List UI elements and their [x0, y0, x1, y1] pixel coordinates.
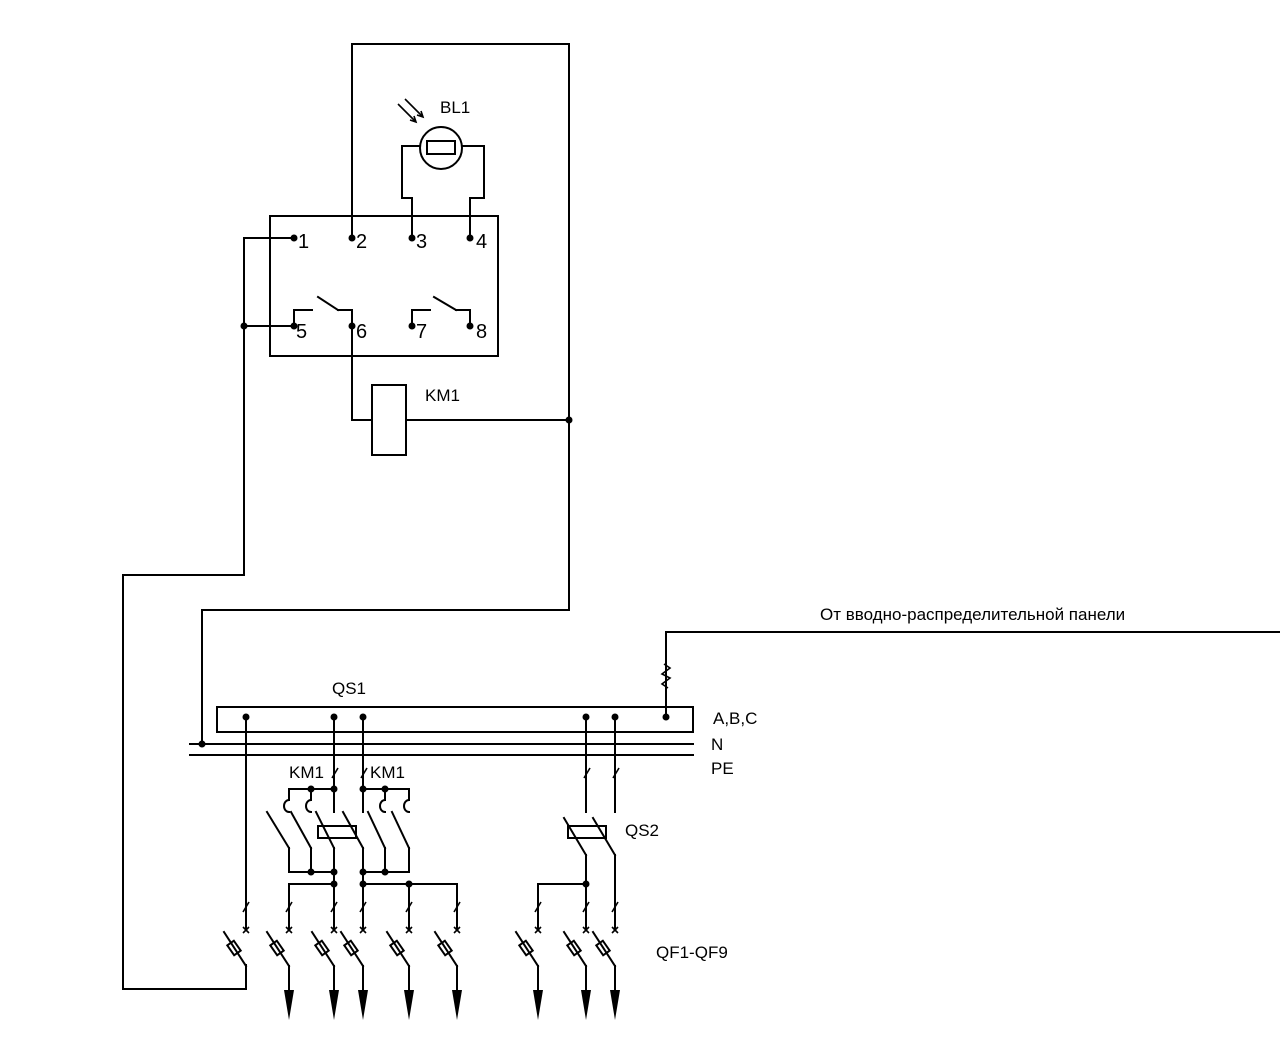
- photo-sensor-bl1: BL1: [397, 98, 485, 239]
- output-arrow-icon: [452, 990, 462, 1020]
- left-feed-wire: [122, 237, 295, 990]
- breaker-qf1: [222, 901, 250, 990]
- km1-output-bus: [288, 871, 458, 931]
- terminal-2: 2: [356, 231, 367, 253]
- bus-abc-label: A,B,C: [713, 709, 757, 728]
- output-arrow-icon: [610, 990, 620, 1020]
- km1-right-contacts: [341, 785, 411, 876]
- breaker-qf3: [310, 901, 339, 1020]
- output-arrow-icon: [404, 990, 414, 1020]
- terminal-5: 5: [296, 321, 307, 343]
- breaker-qf9: [591, 901, 620, 1020]
- breaker-qf8: [562, 901, 591, 1020]
- breaker-qf5: [385, 901, 414, 1020]
- light-rays-icon: [397, 98, 425, 124]
- terminal-1: 1: [298, 231, 309, 253]
- incoming-supply: От вводно-распределительной панели: [660, 605, 1280, 717]
- relay-contact-7-8-icon: [411, 295, 471, 327]
- relay-contact-5-6-icon: [293, 295, 353, 327]
- breaker-qf4: [339, 901, 368, 1020]
- output-arrow-icon: [284, 990, 294, 1020]
- km1-right-label: KM1: [370, 763, 405, 782]
- terminal-7: 7: [416, 321, 427, 343]
- source-label: От вводно-распределительной панели: [820, 605, 1125, 624]
- breaker-qf7: [514, 901, 543, 1020]
- bl1-label: BL1: [440, 98, 470, 117]
- bus-n-label: N: [711, 735, 723, 754]
- terminal-3: 3: [416, 231, 427, 253]
- breakers-qf1-qf9: [222, 901, 620, 1020]
- terminal-4: 4: [476, 231, 487, 253]
- km1-linkage: [317, 825, 357, 839]
- output-arrow-icon: [358, 990, 368, 1020]
- breaker-qf6: [433, 901, 462, 1020]
- phase-drops: [245, 716, 620, 931]
- km1-coil-label: KM1: [425, 386, 460, 405]
- contactor-coil-km1: KM1: [351, 325, 573, 456]
- km1-left-label: KM1: [289, 763, 324, 782]
- km1-left-contacts: [265, 785, 338, 876]
- main-switch-qs1: QS1: [216, 679, 694, 733]
- terminal-8: 8: [476, 321, 487, 343]
- output-arrow-icon: [329, 990, 339, 1020]
- output-arrow-icon: [581, 990, 591, 1020]
- qf-label: QF1-QF9: [656, 943, 728, 962]
- photo-relay-block: 1 2 3 4 5 6 7 8: [269, 215, 499, 357]
- switch-qs2: QS2: [537, 816, 659, 931]
- bus-n: [189, 740, 694, 748]
- qs2-label: QS2: [625, 821, 659, 840]
- bus-pe-label: PE: [711, 759, 734, 778]
- qs1-label: QS1: [332, 679, 366, 698]
- output-arrow-icon: [533, 990, 543, 1020]
- breaker-qf2: [265, 901, 294, 1020]
- control-loop-wire: [201, 43, 570, 745]
- terminal-6: 6: [356, 321, 367, 343]
